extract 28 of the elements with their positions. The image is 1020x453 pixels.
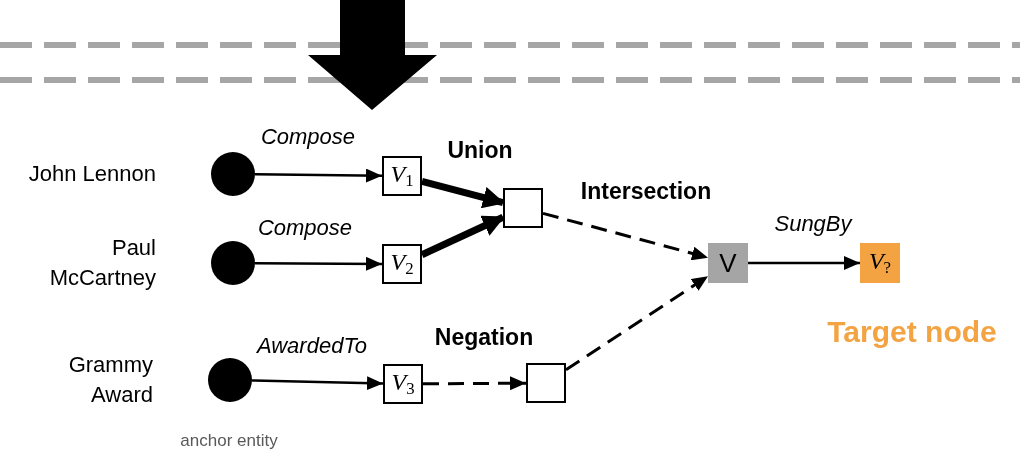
arrow: [542, 211, 709, 261]
variable-label: V$_{2}$: [390, 250, 414, 278]
variable-box: [860, 243, 900, 283]
entity-name: Grammy Award: [67, 351, 153, 409]
variable-label: V$_{3}$: [391, 370, 415, 398]
entity-name: John Lennon: [27, 160, 156, 189]
variable-box: [383, 364, 423, 404]
arrow: [748, 256, 860, 270]
arrow: [255, 256, 382, 271]
anchor-entity-label: anchor entity: [180, 431, 278, 451]
variable-box: [708, 243, 748, 283]
arrow: [565, 274, 709, 372]
arrow: [423, 376, 526, 391]
entity-name: Paul McCartney: [48, 234, 156, 292]
operator-box: [526, 363, 566, 403]
variable-box: [382, 156, 422, 196]
variable-box: [382, 244, 422, 284]
target-node-label: Target node: [827, 315, 997, 349]
arrow: [421, 177, 505, 209]
operator-label: Union: [447, 136, 513, 164]
variable-label: V$_{1}$: [390, 162, 414, 190]
variable-label: V: [719, 250, 737, 276]
arrow: [251, 376, 384, 391]
operator-label: Negation: [434, 323, 534, 351]
arrow: [255, 168, 382, 183]
operator-box: [503, 188, 543, 228]
operator-label: Intersection: [580, 177, 712, 205]
variable-label: V$_{?}$: [868, 249, 892, 277]
